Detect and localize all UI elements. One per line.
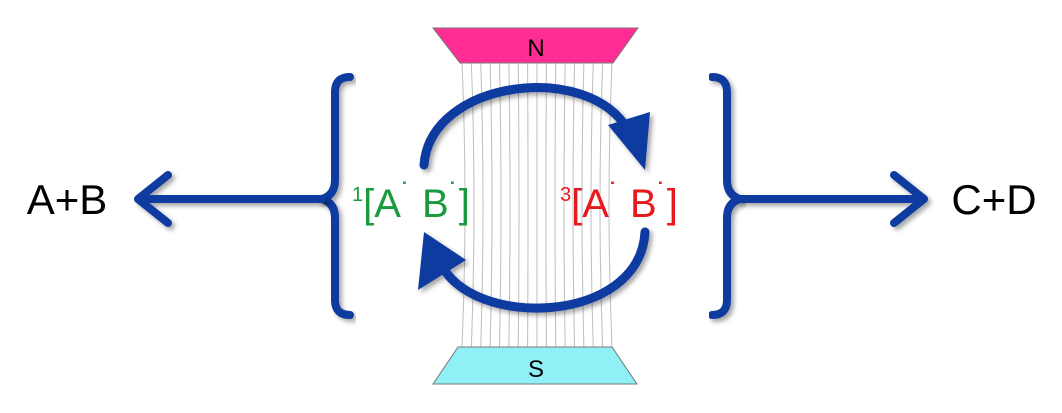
field-line <box>563 62 566 348</box>
singlet-close: ] <box>459 182 470 226</box>
arrow-to-products-head <box>890 171 928 227</box>
field-line <box>608 62 613 348</box>
triplet-multiplicity: 3 <box>560 184 571 206</box>
north-pole: N <box>431 27 639 64</box>
right-brace <box>708 73 744 319</box>
field-line <box>480 62 484 348</box>
north-pole-block <box>431 27 639 64</box>
singlet-open: [A <box>363 182 401 226</box>
triplet-open: [A <box>571 182 609 226</box>
field-line <box>508 62 511 348</box>
reactants-label: A+B <box>27 176 108 223</box>
singlet-to-triplet-head <box>608 112 650 170</box>
triplet-close: ] <box>667 182 678 226</box>
triplet-middle: B <box>619 182 657 226</box>
arrow-to-reactants <box>134 171 326 227</box>
singlet-dot-b: ˙ <box>449 177 459 210</box>
singlet-to-triplet-arc <box>419 83 633 170</box>
products-label: C+D <box>951 176 1036 223</box>
field-line <box>499 62 502 348</box>
triplet-radical-pair: 3[A˙ B˙] <box>560 177 678 226</box>
triplet-dot-a: ˙ <box>609 177 619 210</box>
arrow-to-products <box>736 171 928 227</box>
singlet-to-triplet-arrow <box>419 83 650 170</box>
south-pole-label: S <box>528 356 544 383</box>
field-line <box>489 62 493 348</box>
singlet-dot-a: ˙ <box>401 177 411 210</box>
singlet-radical-pair: 1[A˙ B˙] <box>352 177 470 226</box>
triplet-to-singlet-arrow <box>418 227 650 313</box>
singlet-multiplicity: 1 <box>352 184 363 206</box>
left-brace <box>318 73 354 319</box>
triplet-to-singlet-head <box>418 232 466 290</box>
magnetic-field-lines <box>461 62 613 348</box>
field-line <box>572 62 575 348</box>
north-pole-label: N <box>527 35 544 62</box>
triplet-to-singlet-arc <box>435 227 650 313</box>
triplet-dot-b: ˙ <box>657 177 667 210</box>
south-pole-block <box>432 346 638 385</box>
field-line <box>461 62 466 348</box>
south-pole: S <box>432 346 638 385</box>
singlet-middle: B <box>411 182 449 226</box>
arrow-to-reactants-head <box>134 171 172 227</box>
